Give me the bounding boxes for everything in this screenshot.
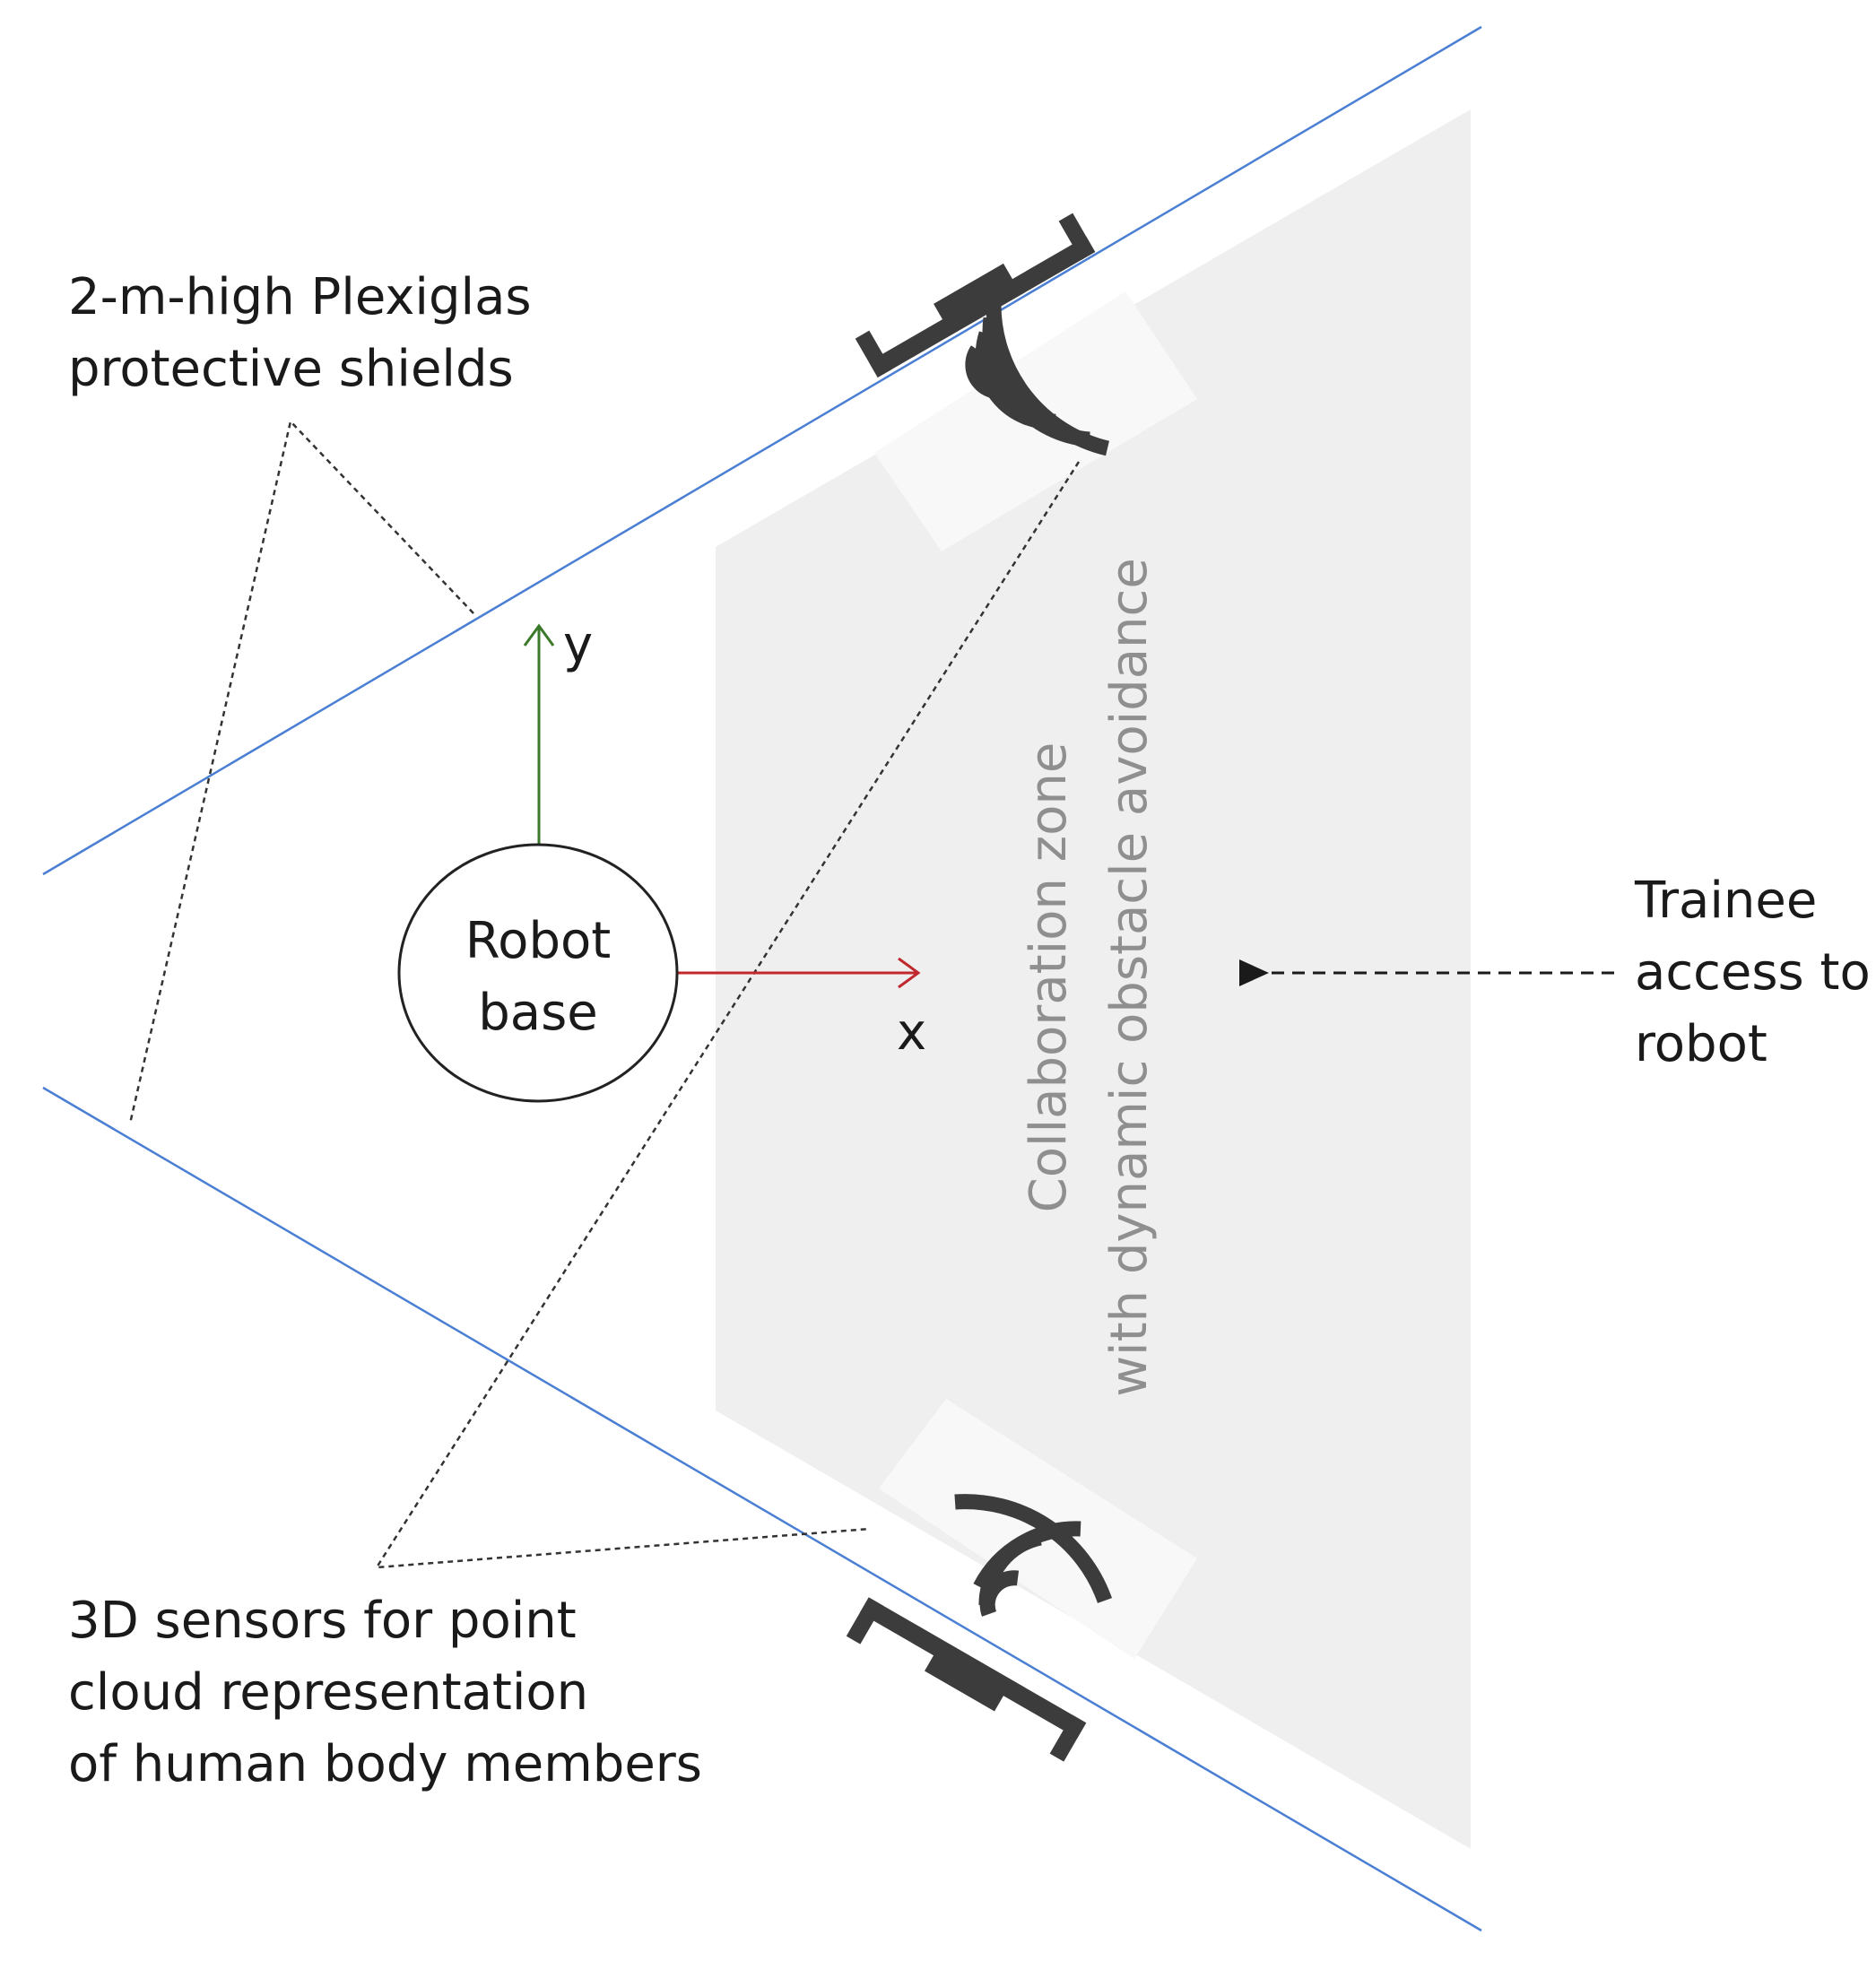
trainee-label-line3: robot — [1635, 1015, 1767, 1073]
shields-label-line1: 2-m-high Plexiglas — [68, 268, 532, 326]
shields-label-line2: protective shields — [68, 340, 514, 398]
sensor-icon-bottom — [846, 1494, 1113, 1762]
axis-x-label: x — [897, 1003, 926, 1062]
zone-label-line1: Collaboration zone — [1020, 742, 1078, 1213]
shield-line-bottom — [42, 1086, 1482, 1932]
robot-base — [397, 843, 679, 1103]
trainee-label-line2: access to — [1635, 943, 1871, 1002]
robot-base-label-line2: base — [478, 984, 598, 1042]
sensor-icon-top — [855, 213, 1110, 456]
sensors-label-line3: of human body members — [68, 1735, 702, 1793]
axis-y-label: y — [563, 616, 593, 674]
sensors-leader-line — [374, 461, 1081, 1569]
zone-label-line2: with dynamic obstacle avoidance — [1100, 558, 1159, 1397]
shield-line-top — [42, 25, 1482, 876]
robot-base-label-line1: Robot — [465, 912, 611, 970]
x-axis-arrow — [677, 957, 921, 989]
sensors-label-line2: cloud representation — [68, 1663, 588, 1722]
trainee-label-line1: Trainee — [1634, 872, 1817, 930]
sensors-label-line1: 3D sensors for point — [68, 1592, 577, 1650]
collaboration-zone — [716, 109, 1471, 1849]
y-axis-arrow — [523, 623, 555, 852]
